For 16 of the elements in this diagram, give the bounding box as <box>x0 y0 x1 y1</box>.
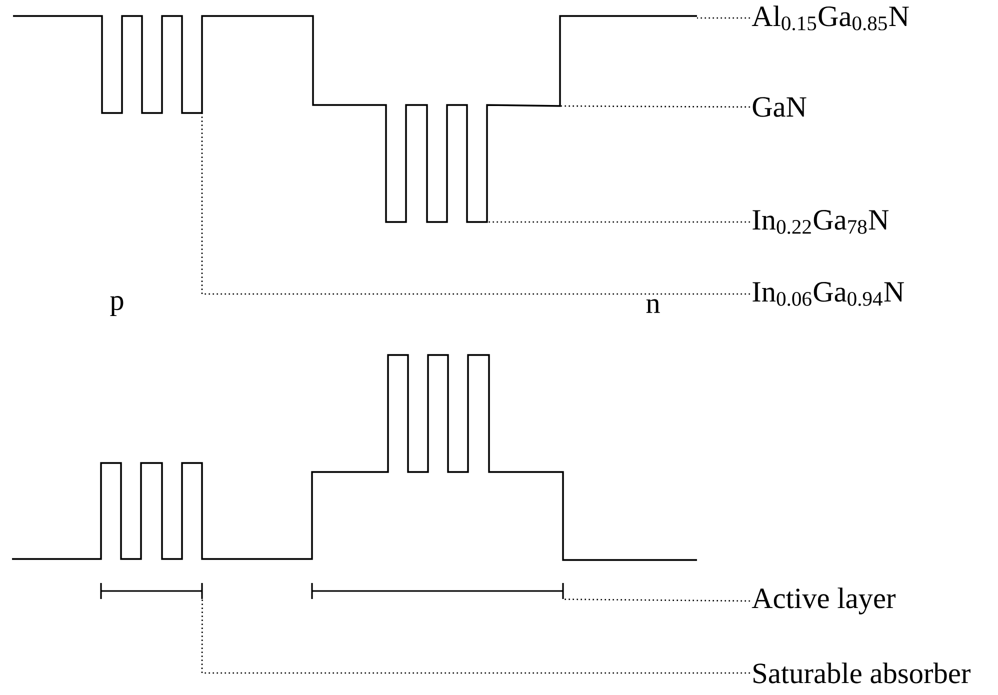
material-label: Al$_{0.15}$Ga$_{0.85}$N <box>752 6 909 30</box>
leader-line <box>201 599 750 674</box>
leader-line <box>201 113 750 295</box>
dimension-bracket <box>311 582 564 600</box>
doping-label: p <box>110 296 124 316</box>
material-label: GaN <box>752 97 806 117</box>
leader-line <box>697 17 750 19</box>
material-label: Saturable absorber <box>754 662 970 684</box>
leader-line <box>560 105 750 108</box>
leader-line <box>563 598 750 602</box>
doping-label: n <box>646 299 660 313</box>
leader-line <box>487 221 750 223</box>
material-label: In$_{0.06}$Ga$_{0.94}$N <box>752 282 904 306</box>
material-label: Active layer <box>752 588 896 614</box>
material-label: In$_{0.22}$Ga$_{78}$N <box>752 210 889 234</box>
dimension-bracket <box>100 582 203 600</box>
